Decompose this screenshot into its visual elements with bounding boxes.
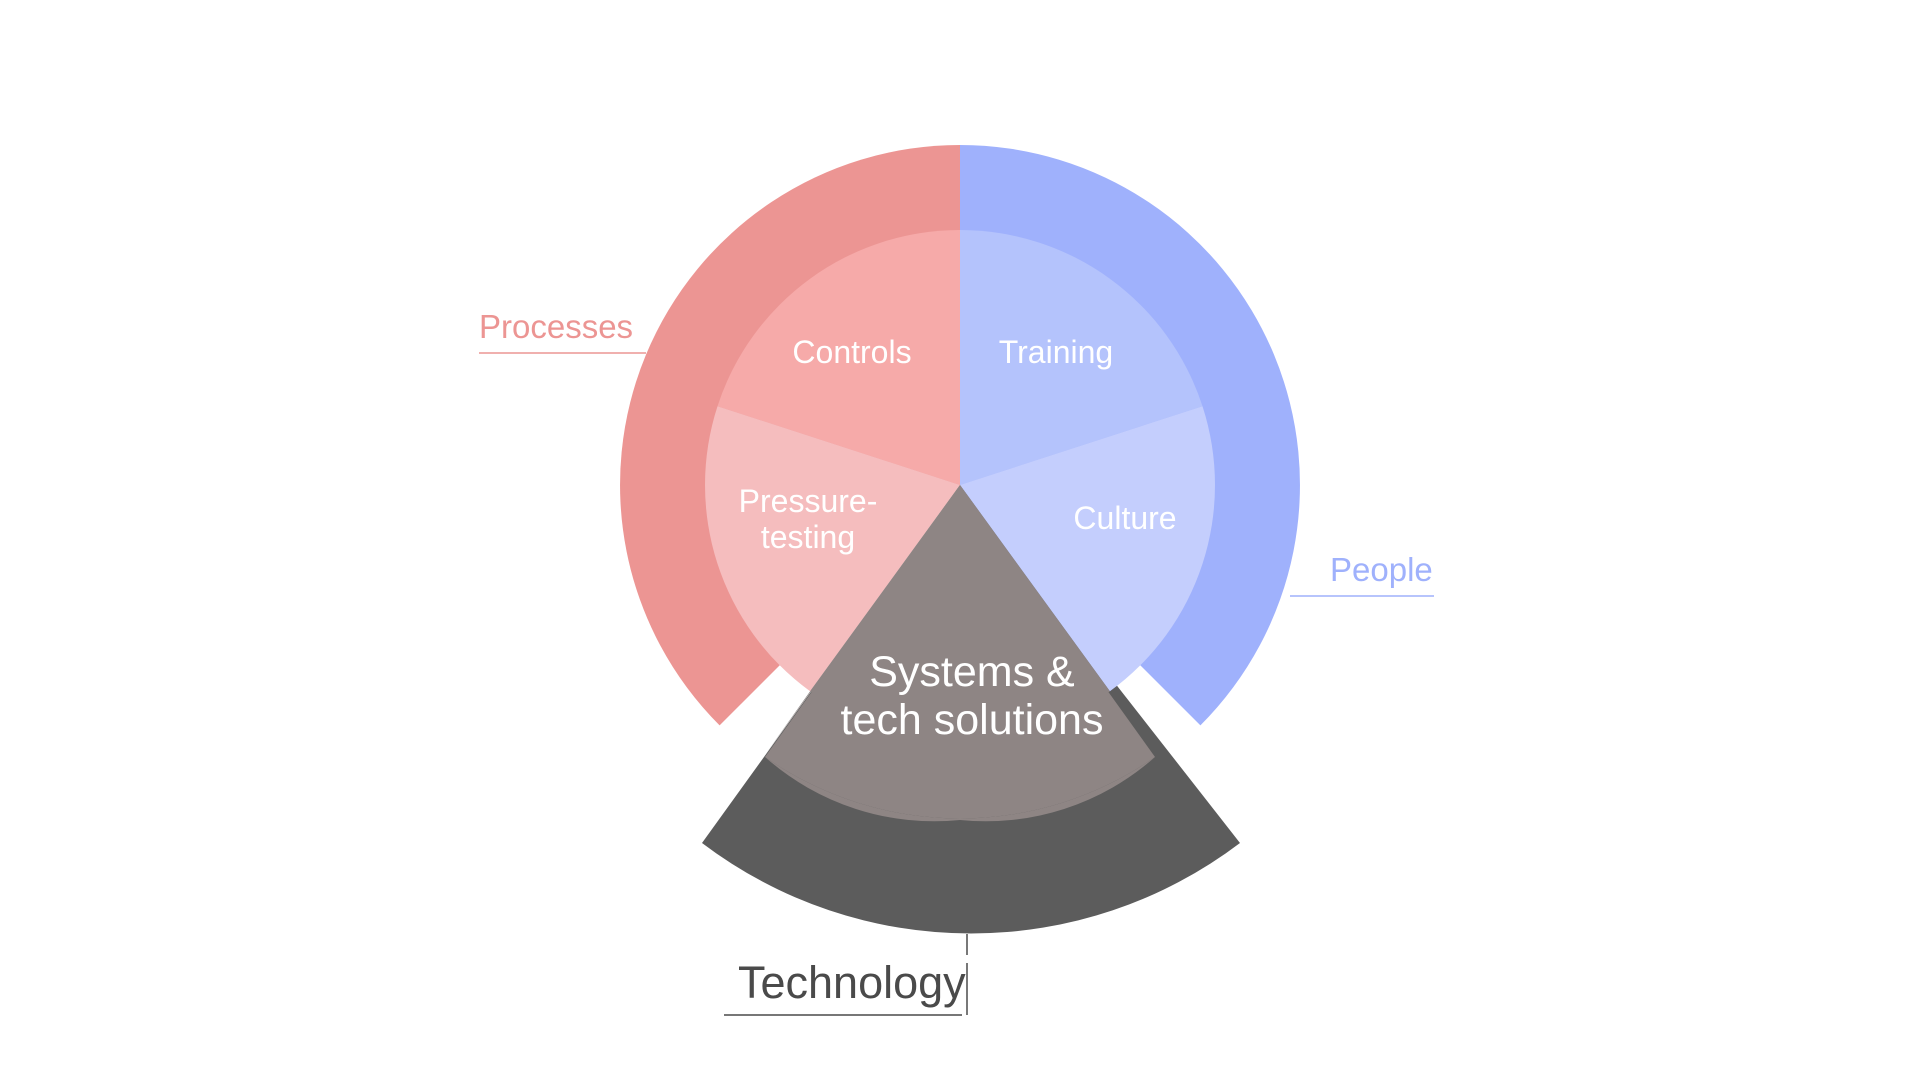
people-label: People xyxy=(1330,551,1433,588)
systems-tech-label-line1: Systems & xyxy=(869,648,1075,696)
controls-label: Controls xyxy=(792,334,911,370)
systems-tech-label-line2: tech solutions xyxy=(841,696,1104,744)
systems-tech-wedge-top xyxy=(765,485,960,755)
controls-inner-segment xyxy=(717,230,960,485)
training-label: Training xyxy=(999,334,1113,370)
culture-inner-segment xyxy=(960,406,1215,692)
processes-label: Processes xyxy=(479,308,633,345)
culture-label: Culture xyxy=(1073,500,1176,536)
pressure-testing-label-line1: Pressure- xyxy=(739,483,878,519)
pressure-testing-label-line2: testing xyxy=(761,519,855,555)
pressure-testing-inner-segment xyxy=(705,406,960,692)
systems-tech-wedge-fill xyxy=(765,485,1155,819)
systems-tech-inner-arc xyxy=(765,757,1155,822)
technology-label: Technology xyxy=(738,957,966,1008)
training-inner-segment xyxy=(960,230,1203,485)
